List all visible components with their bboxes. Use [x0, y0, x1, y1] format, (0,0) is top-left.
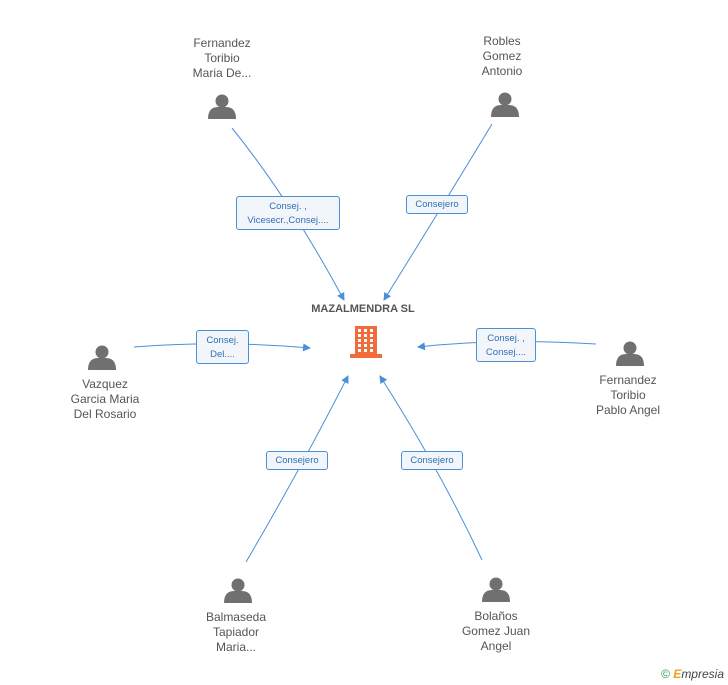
person-name-line: Maria... — [215, 640, 256, 654]
person-icon[interactable] — [224, 578, 252, 604]
person-name-line: Gomez — [482, 49, 522, 63]
person-icon[interactable] — [616, 341, 644, 367]
empresia-logo-text: mpresia — [681, 667, 724, 681]
person-name-line: Tapiador — [212, 625, 260, 639]
role-text: Del.... — [210, 349, 235, 360]
person-name-line: Garcia Maria — [70, 392, 140, 406]
person-icon[interactable] — [482, 577, 510, 603]
person-name-line: Maria De... — [192, 66, 252, 80]
role-text: Consej. — [206, 335, 239, 346]
person-name-line: Pablo Angel — [595, 403, 661, 417]
role-text: Vicesecr.,Consej.... — [247, 215, 329, 226]
copyright-icon: © — [661, 667, 670, 681]
role-badge[interactable]: Consejero — [266, 451, 328, 470]
empresia-logo-initial: E — [673, 667, 682, 681]
role-text: Consej. , — [269, 201, 307, 212]
role-badge[interactable]: Consej. , Consej.... — [476, 328, 536, 362]
role-badge[interactable]: Consej. Del.... — [196, 330, 249, 364]
person-name-line: Balmaseda — [205, 610, 267, 624]
role-text: Consej.... — [485, 347, 527, 358]
company-name[interactable]: MAZALMENDRA SL — [311, 303, 415, 315]
role-badge[interactable]: Consejero — [401, 451, 463, 470]
role-text: Consejero — [410, 455, 454, 466]
person-name-line: Del Rosario — [73, 407, 137, 421]
role-badge[interactable]: Consejero — [406, 195, 468, 214]
person-name-line: Bolaños — [474, 609, 518, 623]
role-text: Consej. , — [487, 333, 525, 344]
person-name-line: Antonio — [481, 64, 523, 78]
role-badge[interactable]: Consej. , Vicesecr.,Consej.... — [236, 196, 340, 230]
person-name-line: Fernandez — [193, 36, 251, 50]
person-icon[interactable] — [208, 94, 236, 120]
person-name-line: Toribio — [204, 51, 240, 65]
person-icon[interactable] — [88, 345, 116, 371]
person-name-line: Vazquez — [82, 377, 128, 391]
person-name-line: Fernandez — [599, 373, 657, 387]
person-name-line: Robles — [483, 34, 521, 48]
person-name-line: Angel — [480, 639, 512, 653]
building-icon[interactable] — [350, 326, 382, 358]
role-text: Consejero — [275, 455, 319, 466]
person-name-line: Gomez Juan — [461, 624, 531, 638]
role-text: Consejero — [415, 199, 459, 210]
person-name-line: Toribio — [610, 388, 646, 402]
person-icon[interactable] — [491, 92, 519, 118]
footer-brand: © Empresia — [661, 667, 724, 681]
